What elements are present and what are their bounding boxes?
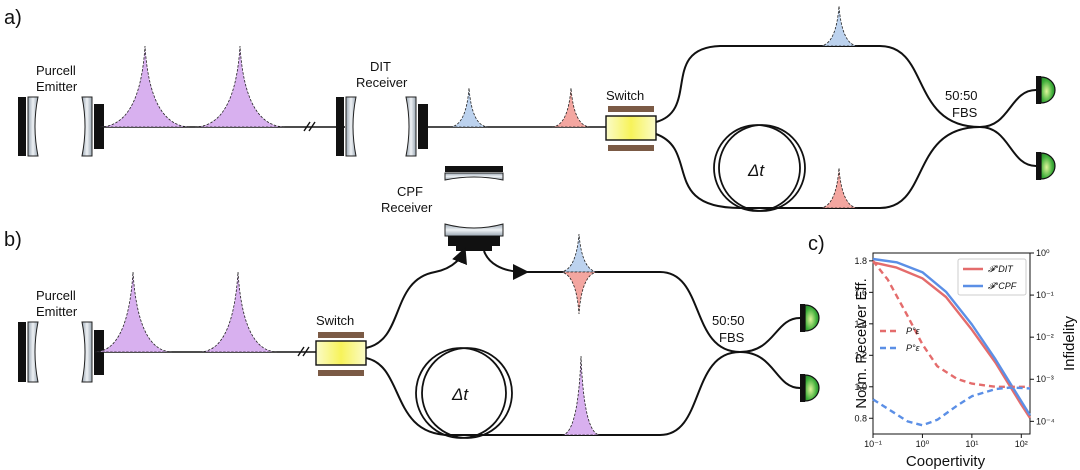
y-left-tick-label: 1.2 — [854, 350, 867, 360]
fiber-b-out-top — [739, 317, 801, 353]
switch-a — [605, 106, 657, 151]
y-right-tick-label: 10⁻³ — [1036, 374, 1054, 384]
fiber-break-a — [303, 121, 316, 132]
y-left-tick-label: 0.8 — [854, 413, 867, 423]
chart-c: 10⁻¹ 10⁰ 10¹ 10² 0.8 1.0 1.2 1.4 1.6 1.8 10⁻⁴ 10⁻³ 1… — [853, 248, 1078, 470]
legend-label-p-red: P°ε — [906, 326, 921, 336]
y-left-tick-label: 1.0 — [854, 382, 867, 392]
dit-label-2: Receiver — [356, 75, 408, 90]
photon-peak-red-a — [551, 87, 591, 128]
photon-peak-purple-b2 — [199, 271, 278, 353]
x-tick-label: 10² — [1015, 439, 1028, 449]
y-right-tick-label: 10⁻¹ — [1036, 290, 1054, 300]
x-axis-label: Coopertivity — [906, 453, 986, 470]
fiber-a-upper — [655, 45, 981, 128]
cpf-receiver-bottom-mirror — [444, 223, 504, 251]
photon-peak-blue-b — [559, 233, 599, 273]
dit-label-1: DIT — [370, 59, 391, 74]
detector-b-top — [800, 304, 820, 332]
detector-a-top — [1036, 76, 1056, 104]
delay-loop-b — [415, 347, 513, 439]
photon-peak-red-a-lower — [819, 167, 859, 209]
fiber-b-to-cpf — [365, 247, 467, 349]
legend-label-cpf: 𝓕°CPF — [988, 281, 1017, 291]
x-tick-label: 10⁰ — [916, 439, 930, 449]
y-left-tick-label: 1.6 — [854, 287, 867, 297]
fbs-label-a-1: 50:50 — [945, 88, 978, 103]
panel-c-label: c) — [808, 233, 825, 255]
fbs-label-a-2: FBS — [952, 105, 978, 120]
series-line-3 — [872, 386, 1031, 427]
switch-b — [315, 332, 367, 376]
y-right-tick-label: 10⁻² — [1036, 332, 1054, 342]
panel-a-label: a) — [4, 7, 22, 29]
cpf-label-2: Receiver — [381, 200, 433, 215]
dit-receiver-cavity — [336, 96, 428, 157]
y-right-tick-label: 10⁻⁴ — [1036, 416, 1055, 426]
x-tick-label: 10⁻¹ — [864, 439, 882, 449]
series-line-0 — [872, 261, 1032, 419]
switch-label-b: Switch — [316, 313, 354, 328]
photon-peak-purple-a1 — [99, 45, 191, 128]
fiber-b-lower — [365, 351, 741, 436]
purcell-emitter-label-b-2: Emitter — [36, 304, 78, 319]
purcell-emitter-label-a-2: Emitter — [36, 79, 78, 94]
photon-peak-purple-b1 — [94, 271, 173, 353]
series-line-2 — [872, 260, 1030, 388]
series-line-1 — [872, 257, 1032, 416]
legend-label-dit: 𝓕°DIT — [988, 264, 1014, 274]
fiber-b-from-cpf — [483, 250, 529, 280]
photon-peak-purple-b-lower — [561, 355, 601, 436]
fiber-break-b — [297, 346, 310, 357]
y-right-tick-label: 10⁰ — [1036, 248, 1050, 258]
fbs-label-b-1: 50:50 — [712, 313, 745, 328]
cpf-receiver-top-mirror — [444, 166, 504, 181]
x-tick-label: 10¹ — [965, 439, 978, 449]
switch-label-a: Switch — [606, 88, 644, 103]
photon-peak-purple-a2 — [194, 45, 286, 128]
y-left-tick-label: 1.8 — [854, 256, 867, 266]
photon-peak-red-b — [559, 271, 599, 315]
purcell-cavity-a — [18, 96, 104, 157]
delay-label-a: Δt — [747, 161, 765, 180]
cpf-label-1: CPF — [397, 184, 423, 199]
photon-peak-blue-a — [449, 87, 489, 128]
fiber-a-out-top — [979, 89, 1037, 128]
panel-b-label: b) — [4, 229, 22, 251]
purcell-emitter-label-b-1: Purcell — [36, 288, 76, 303]
legend-label-p-blue: P°ε — [906, 343, 921, 353]
detector-b-bottom — [800, 374, 820, 402]
fiber-b-out-bottom — [739, 351, 801, 389]
detector-a-bottom — [1036, 152, 1056, 180]
delay-label-b: Δt — [451, 385, 469, 404]
y-right-axis-label: Infidelity — [1061, 315, 1078, 371]
fbs-label-b-2: FBS — [719, 330, 745, 345]
y-left-axis-label: Norm. Receiver Eff. — [853, 278, 870, 409]
photon-peak-blue-a-upper — [819, 5, 859, 47]
y-left-tick-label: 1.4 — [854, 319, 867, 329]
purcell-emitter-label-a-1: Purcell — [36, 63, 76, 78]
fiber-b-upper — [520, 271, 741, 353]
delay-loop-a — [713, 124, 806, 212]
purcell-cavity-b — [18, 321, 104, 383]
fiber-a-out-bottom — [979, 126, 1037, 167]
fiber-a-lower — [655, 126, 981, 209]
